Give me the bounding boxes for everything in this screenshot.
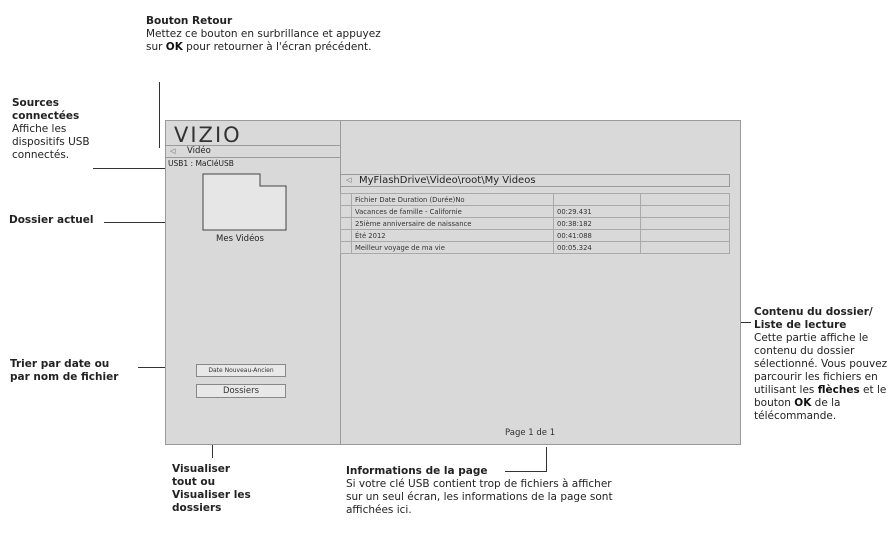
- right-panel: ◁ MyFlashDrive\Video\root\My Videos Fich…: [340, 121, 740, 444]
- callout-view-line3: Visualiser les: [172, 489, 251, 501]
- table-row[interactable]: Vacances de famille - Californie 00:29.4…: [340, 205, 730, 218]
- callout-view-line2: tout ou: [172, 476, 216, 488]
- tv-screen: VIZIO ◁ Vidéo USB1 : MaCléUSB Mes Vidéos…: [165, 120, 741, 445]
- callout-sources-text: Affiche les dispositifs USB connectés.: [12, 123, 90, 161]
- folders-button[interactable]: Dossiers: [196, 384, 286, 398]
- callout-sort: Trier par date ou par nom de fichier: [10, 358, 118, 384]
- folder-caption: Mes Vidéos: [216, 234, 264, 244]
- leader-line-page-h: [505, 471, 547, 472]
- table-cell: [340, 193, 352, 206]
- callout-page-info: Informations de la page Si votre clé USB…: [346, 465, 616, 517]
- folder-path: MyFlashDrive\Video\root\My Videos: [359, 175, 536, 186]
- file-duration: 00:29.431: [553, 205, 641, 218]
- back-label: Vidéo: [187, 146, 211, 156]
- table-row[interactable]: Meilleur voyage de ma vie 00:05.324: [340, 241, 730, 254]
- file-name: 25ième anniversaire de naissance: [351, 217, 554, 230]
- page-info: Page 1 de 1: [505, 428, 556, 438]
- file-duration: 00:41:088: [553, 229, 641, 242]
- callout-back-text-1: Mettez ce bouton en surbrillance et appu…: [146, 28, 381, 53]
- file-name: Meilleur voyage de ma vie: [351, 241, 554, 254]
- file-name: Vacances de famille - Californie: [351, 205, 554, 218]
- table-cell: [640, 229, 730, 242]
- table-cell: [640, 241, 730, 254]
- table-cell: [340, 229, 352, 242]
- sort-button[interactable]: Date Nouveau-Ancien: [196, 364, 286, 377]
- callout-back-ok: OK: [165, 41, 183, 53]
- table-header: Fichier Date Duration (Durée)No: [351, 193, 554, 206]
- callout-content-title-1: Contenu du dossier/: [754, 306, 873, 318]
- callout-current-folder: Dossier actuel: [9, 214, 94, 227]
- callout-content-arrows: flèches: [817, 384, 860, 396]
- file-list: Fichier Date Duration (Durée)No Vacances…: [340, 193, 730, 254]
- table-row[interactable]: 25ième anniversaire de naissance 00:38:1…: [340, 217, 730, 230]
- table-cell: [640, 217, 730, 230]
- back-arrow-icon[interactable]: ◁: [170, 147, 176, 155]
- callout-view-line4: dossiers: [172, 502, 222, 514]
- file-name: Été 2012: [351, 229, 554, 242]
- vizio-logo: VIZIO: [174, 123, 242, 147]
- table-cell: [640, 193, 730, 206]
- callout-back-text-2: pour retourner à l'écran précédent.: [182, 41, 372, 53]
- table-cell: [340, 217, 352, 230]
- leader-line-sources: [93, 168, 165, 169]
- callout-sources-title-1: Sources: [12, 97, 60, 109]
- file-duration: 00:05.324: [553, 241, 641, 254]
- table-cell: [640, 205, 730, 218]
- table-cell: [340, 205, 352, 218]
- callout-back-title: Bouton Retour: [146, 15, 233, 27]
- table-cell: [553, 193, 641, 206]
- leader-line-page-v: [546, 447, 547, 472]
- callout-sources-title-2: connectées: [12, 110, 80, 122]
- file-duration: 00:38:182: [553, 217, 641, 230]
- callout-page-text: Si votre clé USB contient trop de fichie…: [346, 478, 613, 516]
- usb-source-label[interactable]: USB1 : MaCléUSB: [168, 159, 234, 168]
- leader-line-folder: [104, 222, 199, 223]
- callout-content-title-2: Liste de lecture: [754, 319, 847, 331]
- callout-view: Visualiser tout ou Visualiser les dossie…: [172, 463, 251, 515]
- callout-current-folder-title: Dossier actuel: [9, 214, 94, 226]
- path-back-icon[interactable]: ◁: [346, 176, 352, 184]
- leader-line-back: [159, 82, 160, 148]
- callout-content-text-1: Cette partie affiche le contenu du dossi…: [754, 332, 888, 396]
- table-cell: [340, 241, 352, 254]
- callout-sources: Sources connectées Affiche les dispositi…: [12, 97, 112, 162]
- left-panel: VIZIO ◁ Vidéo USB1 : MaCléUSB Mes Vidéos…: [166, 121, 341, 444]
- callout-view-line1: Visualiser: [172, 463, 231, 475]
- callout-back-button: Bouton Retour Mettez ce bouton en surbri…: [146, 15, 381, 54]
- callout-content-ok: OK: [794, 397, 812, 409]
- folder-path-bar: ◁ MyFlashDrive\Video\root\My Videos: [340, 174, 730, 187]
- callout-content-text-3: de la télécommande.: [754, 397, 841, 422]
- callout-page-title: Informations de la page: [346, 465, 488, 477]
- callout-folder-content: Contenu du dossier/ Liste de lecture Cet…: [754, 306, 888, 423]
- folder-icon[interactable]: [202, 173, 302, 231]
- callout-content-text-2: et le bouton: [754, 384, 887, 409]
- back-row[interactable]: ◁ Vidéo: [166, 145, 340, 158]
- table-header-row: Fichier Date Duration (Durée)No: [340, 193, 730, 206]
- callout-sort-title-1: Trier par date ou: [10, 358, 110, 370]
- callout-sort-title-2: par nom de fichier: [10, 371, 119, 383]
- table-row[interactable]: Été 2012 00:41:088: [340, 229, 730, 242]
